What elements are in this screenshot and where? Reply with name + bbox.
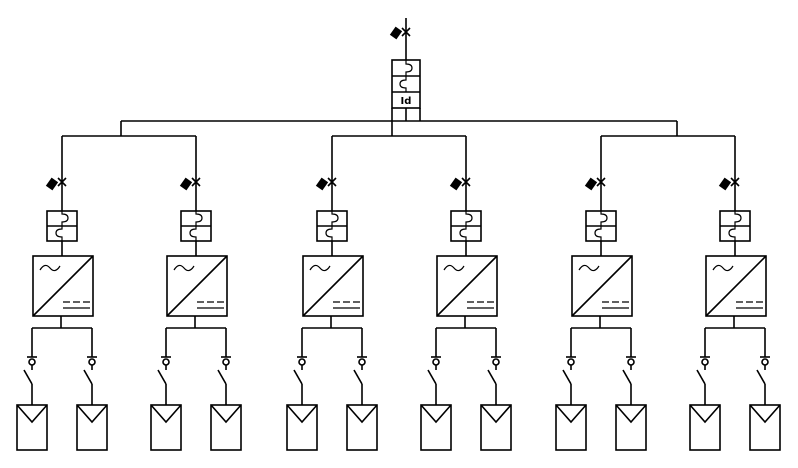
string-fuse-icon	[492, 358, 500, 366]
pv-string	[555, 328, 587, 451]
main-breaker: Id	[391, 59, 421, 109]
string-switch-icon	[756, 369, 766, 385]
solar-panel-icon	[749, 404, 781, 451]
solar-panel-icon	[150, 404, 182, 451]
breaker	[180, 210, 212, 242]
string-fuse-icon	[761, 358, 769, 366]
disconnector-handle	[584, 177, 598, 191]
main-disconnector	[389, 18, 411, 60]
pv-string	[16, 328, 48, 451]
inverter-icon	[32, 255, 94, 317]
inverter-branch	[689, 136, 781, 451]
string-switch-icon	[562, 369, 572, 385]
breaker	[46, 210, 78, 242]
string-fuse-icon	[701, 358, 709, 366]
string-switch-icon	[83, 369, 93, 385]
string-fuse-icon	[627, 358, 635, 366]
solar-panel-icon	[16, 404, 48, 451]
string-fuse-icon	[28, 358, 36, 366]
string-switch-icon	[487, 369, 497, 385]
disconnector-handle	[179, 177, 193, 191]
inverter-group-3	[555, 121, 781, 451]
inverter-icon	[571, 255, 633, 317]
inverter-icon	[436, 255, 498, 317]
disconnector-handle	[315, 177, 329, 191]
inverter-icon	[705, 255, 767, 317]
string-fuse-icon	[358, 358, 366, 366]
pv-string	[689, 328, 721, 451]
string-fuse-icon	[88, 358, 96, 366]
inverter-branch	[16, 136, 108, 451]
inverter-icon	[302, 255, 364, 317]
solar-panel-icon	[420, 404, 452, 451]
string-fuse-icon	[432, 358, 440, 366]
solar-panel-icon	[286, 404, 318, 451]
solar-panel-icon	[76, 404, 108, 451]
string-switch-icon	[696, 369, 706, 385]
solar-panel-icon	[210, 404, 242, 451]
string-switch-icon	[217, 369, 227, 385]
pv-string	[210, 328, 242, 451]
string-fuse-icon	[222, 358, 230, 366]
solar-panel-icon	[346, 404, 378, 451]
inverter-icon	[166, 255, 228, 317]
pv-string	[749, 328, 781, 451]
pv-string	[615, 328, 647, 451]
solar-panel-icon	[615, 404, 647, 451]
pv-string	[420, 328, 452, 451]
string-fuse-icon	[567, 358, 575, 366]
inverter-branch	[420, 136, 512, 451]
main-feeder: Id	[121, 18, 677, 122]
solar-panel-icon	[480, 404, 512, 451]
breaker	[316, 210, 348, 242]
string-fuse-icon	[298, 358, 306, 366]
pv-string	[346, 328, 378, 451]
breaker	[719, 210, 751, 242]
pv-string	[480, 328, 512, 451]
inverter-branch	[555, 136, 647, 451]
breaker	[585, 210, 617, 242]
disconnector-handle	[45, 177, 59, 191]
pv-string	[76, 328, 108, 451]
solar-panel-icon	[555, 404, 587, 451]
breaker	[450, 210, 482, 242]
string-switch-icon	[622, 369, 632, 385]
string-fuse-icon	[162, 358, 170, 366]
string-switch-icon	[157, 369, 167, 385]
inverter-group-1	[16, 121, 242, 451]
inverter-branch	[150, 136, 242, 451]
disconnector-handle	[718, 177, 732, 191]
inverter-branch	[286, 136, 378, 451]
pv-string	[150, 328, 182, 451]
inverter-group-2	[286, 121, 512, 451]
string-switch-icon	[293, 369, 303, 385]
pv-string	[286, 328, 318, 451]
disconnector-handle	[449, 177, 463, 191]
string-switch-icon	[353, 369, 363, 385]
string-switch-icon	[427, 369, 437, 385]
residual-current-label: Id	[401, 96, 412, 107]
string-switch-icon	[23, 369, 33, 385]
solar-panel-icon	[689, 404, 721, 451]
